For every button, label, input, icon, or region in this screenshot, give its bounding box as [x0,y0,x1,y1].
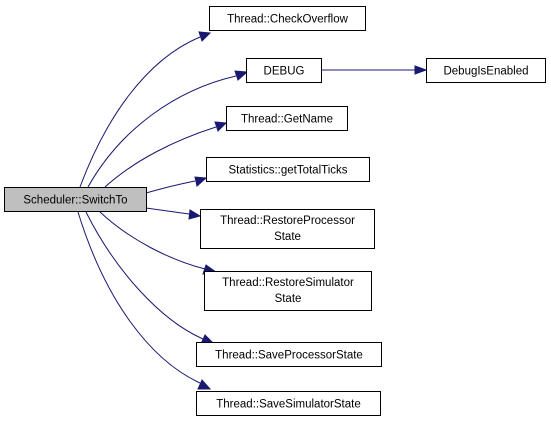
node-get-total-ticks-label: Statistics::getTotalTicks [228,165,347,177]
node-restore-processor-state-box [200,209,375,249]
edge-root-to-restore-processor-state [145,207,190,215]
node-save-simulator-state-label: Thread::SaveSimulatorState [216,399,360,411]
node-restore-processor-state-label-2: State [274,231,301,243]
node-root-label: Scheduler::SwitchTo [23,195,127,207]
node-get-total-ticks[interactable]: Statistics::getTotalTicks [206,157,370,182]
edge-root-to-check-overflow [79,36,201,188]
node-debug-label: DEBUG [264,66,305,78]
edge-root-to-debug [87,75,237,188]
edge-root-to-restore-simulator-state [99,211,206,270]
node-save-processor-state-label: Thread::SaveProcessorState [215,350,363,362]
node-save-processor-state-box [196,342,382,367]
node-get-name-box [226,106,348,131]
node-debug[interactable]: DEBUG [246,58,322,83]
node-save-simulator-state-box [196,391,381,416]
node-save-processor-state[interactable]: Thread::SaveProcessorState [196,342,382,367]
edge-root-to-get-total-ticks [145,180,196,194]
node-restore-simulator-state[interactable]: Thread::RestoreSimulator State [204,271,372,311]
node-get-name-label: Thread::GetName [241,114,333,126]
node-debug-is-enabled[interactable]: DebugIsEnabled [426,58,546,83]
node-get-name[interactable]: Thread::GetName [226,106,348,131]
node-check-overflow-label: Thread::CheckOverflow [227,14,348,26]
node-restore-simulator-state-box [204,271,372,311]
node-check-overflow-box [209,6,366,31]
edge-root-to-restore-processor-state-arrow [188,209,202,220]
edge-root-to-get-name-arrow [214,121,228,132]
node-debug-box [246,58,322,83]
edge-root-to-save-simulator-state-arrow [197,379,212,390]
edge-root-to-get-total-ticks-arrow [194,176,208,187]
node-root-box [4,187,147,212]
node-restore-simulator-state-label-1: Thread::RestoreSimulator [222,277,354,289]
node-restore-processor-state[interactable]: Thread::RestoreProcessor State [200,209,375,249]
edge-root-to-save-processor-state [85,211,204,340]
edge-root-to-debug-arrow [234,70,249,81]
node-save-simulator-state[interactable]: Thread::SaveSimulatorState [196,391,381,416]
node-get-total-ticks-box [206,157,370,182]
edge-root-to-save-simulator-state [77,211,201,384]
node-debug-is-enabled-label: DebugIsEnabled [443,66,528,78]
node-check-overflow[interactable]: Thread::CheckOverflow [209,6,366,31]
edge-root-to-get-name [104,126,217,188]
node-restore-processor-state-label-1: Thread::RestoreProcessor [220,215,355,227]
edge-root-to-check-overflow-arrow [198,31,212,42]
node-debug-is-enabled-box [426,58,546,83]
node-root[interactable]: Scheduler::SwitchTo [4,187,147,212]
node-restore-simulator-state-label-2: State [275,293,302,305]
edge-debug-to-debug-is-enabled-arrow [414,65,428,75]
